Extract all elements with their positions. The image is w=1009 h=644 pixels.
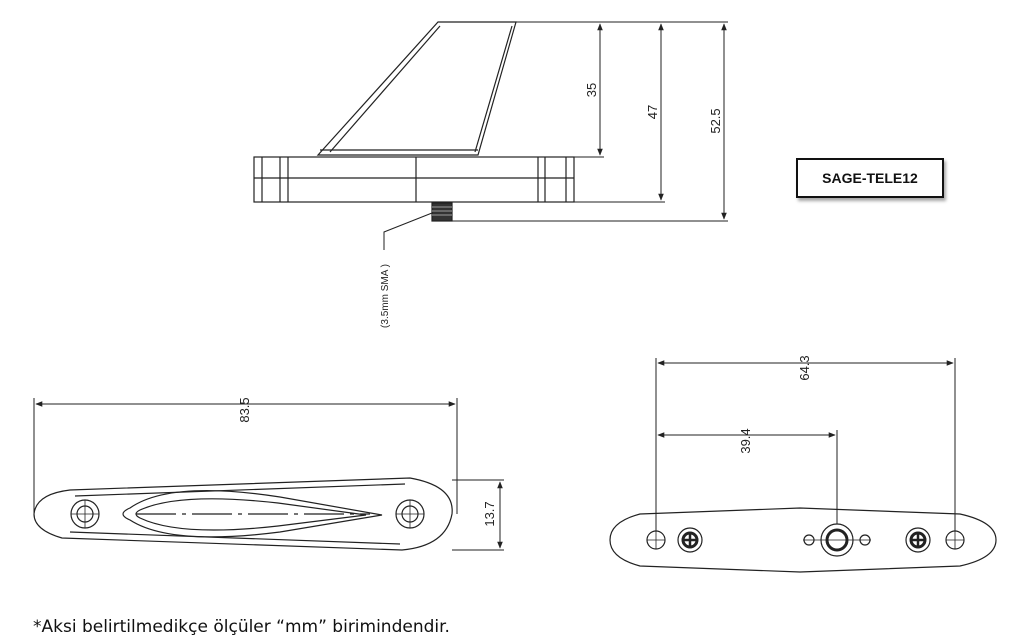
base-outline bbox=[33, 477, 453, 551]
plate-hole-1 bbox=[646, 530, 666, 550]
antenna-fin bbox=[316, 21, 517, 156]
plate-outline bbox=[609, 507, 997, 573]
dim-83-5-label: 83.5 bbox=[237, 397, 252, 422]
plate-hole-4 bbox=[945, 530, 965, 550]
mounting-hole-right bbox=[395, 499, 425, 529]
plate-view bbox=[609, 358, 997, 573]
units-footnote: *Aksi belirtilmedikçe ölçüler “mm” birim… bbox=[33, 617, 450, 637]
mounting-hole-left bbox=[70, 499, 100, 529]
bottom-view bbox=[33, 398, 504, 551]
sma-connector bbox=[431, 202, 453, 222]
dim-39-4-label: 39.4 bbox=[738, 428, 753, 453]
connector-note: (3.5mm SMA ) bbox=[380, 264, 391, 328]
dim-47-label: 47 bbox=[645, 105, 660, 119]
connector-leader bbox=[383, 212, 433, 250]
side-view bbox=[253, 21, 728, 250]
fin-slot bbox=[122, 489, 383, 538]
plate-hole-2 bbox=[677, 527, 703, 553]
dim-35-label: 35 bbox=[584, 83, 599, 97]
plate-hole-3 bbox=[905, 527, 931, 553]
plate-center-hole bbox=[803, 523, 871, 557]
antenna-base bbox=[253, 156, 575, 203]
dim-52-5-label: 52.5 bbox=[708, 108, 723, 133]
dim-13-7-label: 13.7 bbox=[482, 501, 497, 526]
model-label: SAGE-TELE12 bbox=[796, 158, 944, 198]
dim-64-3-label: 64.3 bbox=[797, 355, 812, 380]
